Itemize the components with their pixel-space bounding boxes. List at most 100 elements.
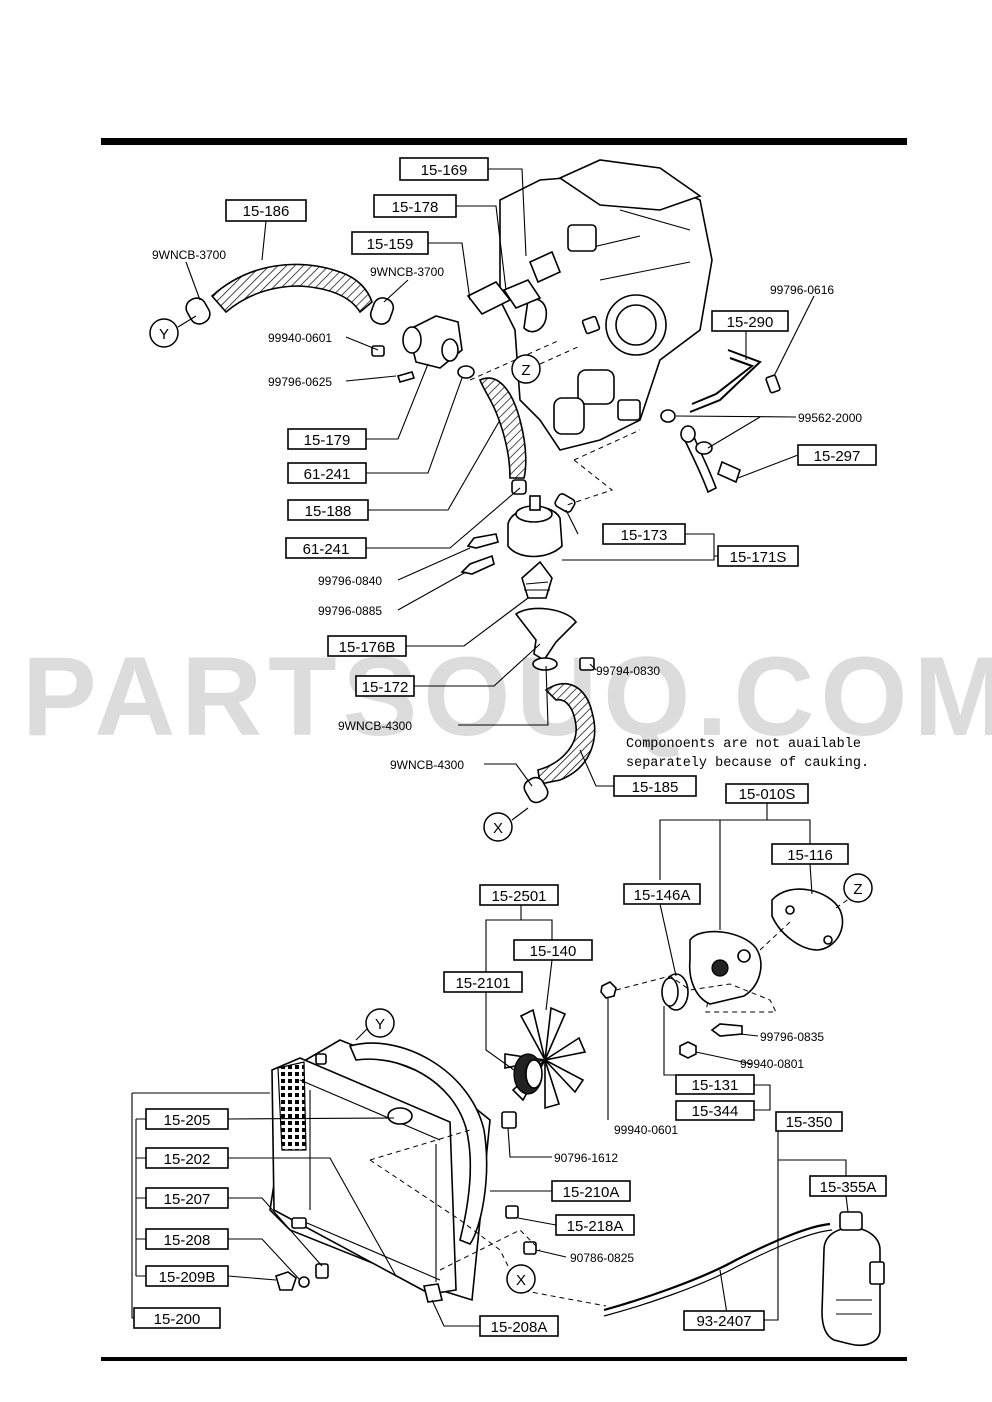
part-box-15-218A[interactable]: 15-218A [555, 1214, 635, 1236]
svg-text:15-146A: 15-146A [634, 887, 691, 904]
svg-text:15-207: 15-207 [164, 1191, 211, 1208]
svg-text:15-178: 15-178 [392, 199, 439, 216]
part-box-93-2407[interactable]: 93-2407 [683, 1310, 765, 1331]
part-box-15-207[interactable]: 15-207 [145, 1187, 229, 1209]
svg-text:15-208A: 15-208A [491, 1319, 548, 1336]
svg-text:X: X [493, 820, 503, 837]
svg-text:15-355A: 15-355A [820, 1179, 877, 1196]
part-99796-0616[interactable]: 99796-0616 [770, 283, 834, 297]
part-box-15-140[interactable]: 15-140 [513, 939, 593, 961]
svg-text:Y: Y [375, 1016, 385, 1033]
part-box-15-205[interactable]: 15-205 [145, 1108, 229, 1130]
part-box-15-169[interactable]: 15-169 [399, 157, 489, 181]
part-box-15-209B[interactable]: 15-209B [145, 1265, 229, 1287]
part-box-15-185[interactable]: 15-185 [613, 775, 697, 797]
view-marker-z-top: Z [511, 345, 581, 384]
svg-text:61-241: 61-241 [304, 466, 351, 483]
part-box-15-2501[interactable]: 15-2501 [479, 884, 559, 906]
part-99796-0840[interactable]: 99796-0840 [318, 574, 382, 588]
svg-text:15-140: 15-140 [530, 943, 577, 960]
part-box-15-131[interactable]: 15-131 [675, 1074, 755, 1095]
svg-text:15-173: 15-173 [621, 527, 668, 544]
availability-note-line1: Componoents are not auailable [626, 737, 861, 752]
part-90786-0825[interactable]: 90786-0825 [570, 1251, 634, 1265]
part-box-15-202[interactable]: 15-202 [145, 1147, 229, 1169]
part-9wncb-3700-b[interactable]: 9WNCB-3700 [370, 265, 444, 279]
part-box-15-173[interactable]: 15-173 [602, 523, 686, 545]
part-box-15-290[interactable]: 15-290 [711, 310, 789, 332]
part-box-15-178[interactable]: 15-178 [373, 194, 457, 218]
part-99796-0625[interactable]: 99796-0625 [268, 375, 332, 389]
svg-text:15-344: 15-344 [692, 1103, 739, 1120]
part-box-15-188[interactable]: 15-188 [287, 499, 369, 521]
view-marker-x-top: X [483, 807, 529, 842]
svg-text:15-169: 15-169 [421, 162, 468, 179]
svg-text:15-185: 15-185 [632, 779, 679, 796]
part-99940-0601-a[interactable]: 99940-0601 [268, 331, 332, 345]
part-box-15-350[interactable]: 15-350 [775, 1111, 843, 1132]
part-box-15-172[interactable]: 15-172 [355, 675, 415, 697]
engine-block [499, 159, 713, 451]
part-90796-1612[interactable]: 90796-1612 [554, 1151, 618, 1165]
part-box-15-176B[interactable]: 15-176B [327, 635, 407, 657]
part-box-61-241-a[interactable]: 61-241 [287, 462, 367, 484]
svg-text:15-208: 15-208 [164, 1232, 211, 1249]
svg-text:15-290: 15-290 [727, 314, 774, 331]
part-box-15-171S[interactable]: 15-171S [717, 545, 799, 567]
part-99796-0885[interactable]: 99796-0885 [318, 604, 382, 618]
part-99562-2000[interactable]: 99562-2000 [798, 411, 862, 425]
view-marker-z-pump: Z [843, 873, 873, 903]
part-box-15-146A[interactable]: 15-146A [623, 883, 701, 905]
svg-text:15-159: 15-159 [367, 236, 414, 253]
svg-text:Y: Y [159, 326, 169, 343]
part-box-15-179[interactable]: 15-179 [287, 428, 367, 450]
part-box-15-355A[interactable]: 15-355A [809, 1175, 887, 1197]
part-9wncb-4300-a[interactable]: 9WNCB-4300 [338, 719, 412, 733]
part-box-15-297[interactable]: 15-297 [797, 444, 877, 466]
radiator [269, 1039, 537, 1303]
svg-text:15-186: 15-186 [243, 203, 290, 220]
bottom-rule [101, 1357, 907, 1361]
part-99796-0835[interactable]: 99796-0835 [760, 1030, 824, 1044]
part-box-15-208A[interactable]: 15-208A [479, 1315, 559, 1337]
svg-text:15-218A: 15-218A [567, 1218, 624, 1235]
svg-text:15-205: 15-205 [164, 1112, 211, 1129]
svg-text:15-2501: 15-2501 [491, 888, 546, 905]
part-9wncb-4300-b[interactable]: 9WNCB-4300 [390, 758, 464, 772]
svg-text:15-172: 15-172 [362, 679, 409, 696]
svg-text:15-210A: 15-210A [563, 1184, 620, 1201]
part-box-61-241-b[interactable]: 61-241 [285, 537, 367, 559]
availability-note-line2: separately because of cauking. [626, 756, 869, 771]
svg-text:15-350: 15-350 [786, 1114, 833, 1131]
svg-text:15-131: 15-131 [692, 1077, 739, 1094]
leader-lines [131, 168, 849, 1327]
part-box-15-010S[interactable]: 15-010S [725, 783, 809, 804]
svg-text:15-2101: 15-2101 [455, 975, 510, 992]
view-marker-y-top: Y [149, 315, 197, 348]
part-box-15-344[interactable]: 15-344 [675, 1100, 755, 1121]
svg-text:X: X [516, 1272, 526, 1289]
svg-text:93-2407: 93-2407 [696, 1313, 751, 1330]
part-box-15-208[interactable]: 15-208 [145, 1228, 229, 1250]
pump-fan-parts [501, 888, 844, 1129]
part-box-15-210A[interactable]: 15-210A [551, 1180, 631, 1202]
svg-text:15-188: 15-188 [305, 503, 352, 520]
part-99794-0830[interactable]: 99794-0830 [596, 664, 660, 678]
svg-text:15-010S: 15-010S [739, 786, 796, 803]
part-9wncb-3700-a[interactable]: 9WNCB-3700 [152, 248, 226, 262]
part-99940-0601-b[interactable]: 99940-0601 [614, 1123, 678, 1137]
svg-text:15-176B: 15-176B [339, 639, 396, 656]
part-box-15-2101[interactable]: 15-2101 [443, 971, 523, 993]
view-marker-x-radiator: X [506, 1264, 536, 1294]
part-box-15-200[interactable]: 15-200 [133, 1307, 221, 1329]
part-box-15-159[interactable]: 15-159 [351, 231, 429, 255]
part-box-15-186[interactable]: 15-186 [225, 199, 307, 222]
part-box-15-116[interactable]: 15-116 [771, 843, 849, 865]
svg-text:15-209B: 15-209B [159, 1269, 216, 1286]
watermark: PARTSOUQ.COM [22, 634, 992, 759]
part-99940-0801[interactable]: 99940-0801 [740, 1057, 804, 1071]
svg-text:15-179: 15-179 [304, 432, 351, 449]
svg-text:Z: Z [853, 881, 862, 898]
svg-text:61-241: 61-241 [303, 541, 350, 558]
